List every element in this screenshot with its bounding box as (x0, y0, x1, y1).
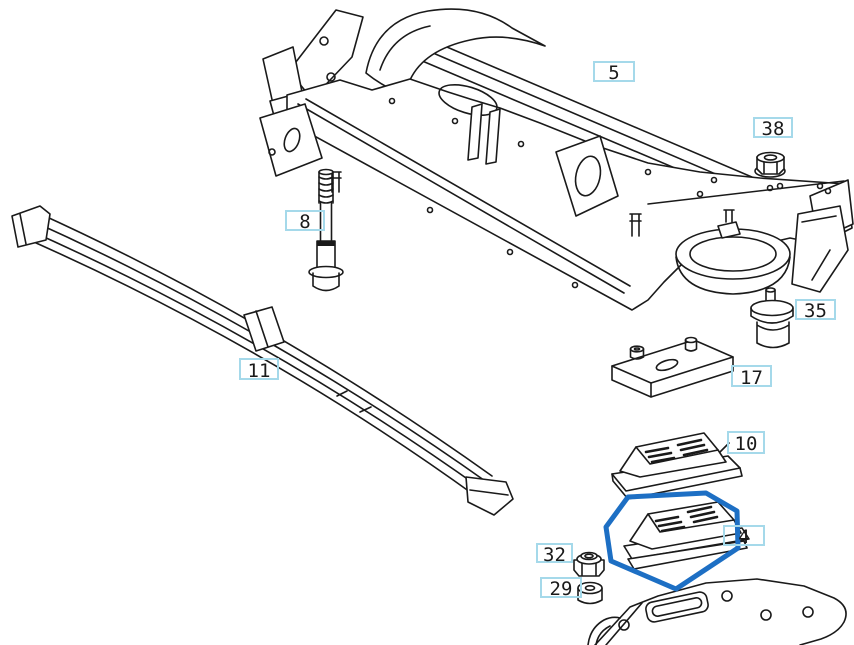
part-callout-11[interactable]: 11 (239, 358, 279, 380)
part-callout-number: 5 (608, 62, 620, 84)
part-callout-number: 32 (543, 543, 566, 566)
part-callout-number: 4 (738, 526, 750, 548)
leaf-spring-drawing (11, 205, 514, 516)
mount-4-drawing (623, 501, 750, 570)
part-callout-29[interactable]: 29 (540, 577, 582, 600)
part-callout-number: 11 (247, 359, 271, 382)
bushing-29-drawing (577, 581, 603, 605)
part-callout-number: 29 (549, 578, 573, 600)
crossmember-frame-drawing (259, 8, 854, 311)
part-callout-number: 17 (740, 366, 763, 389)
part-callout-35[interactable]: 35 (795, 299, 836, 322)
mount-10-drawing (611, 432, 743, 500)
part-callout-number: 38 (761, 118, 785, 140)
part-callout-17[interactable]: 17 (731, 365, 772, 387)
part-callout-8[interactable]: 8 (285, 210, 325, 233)
mount-35-drawing (750, 287, 794, 349)
part-callout-number: 10 (734, 433, 758, 455)
part-callout-32[interactable]: 32 (536, 543, 573, 566)
plate-17-drawing (611, 336, 734, 398)
part-callout-number: 8 (299, 211, 311, 233)
part-callout-38[interactable]: 38 (753, 117, 793, 140)
part-callout-10[interactable]: 10 (727, 431, 765, 454)
selected-part-highlight[interactable] (603, 490, 741, 592)
part-callout-number: 35 (804, 300, 827, 322)
nut-38-drawing (754, 151, 786, 178)
part-callout-4[interactable]: 4 (723, 525, 765, 548)
lower-bracket-drawing (587, 578, 847, 645)
nut-32-drawing (573, 551, 605, 577)
part-callout-5[interactable]: 5 (593, 61, 635, 84)
bolt-drawing (308, 168, 344, 292)
